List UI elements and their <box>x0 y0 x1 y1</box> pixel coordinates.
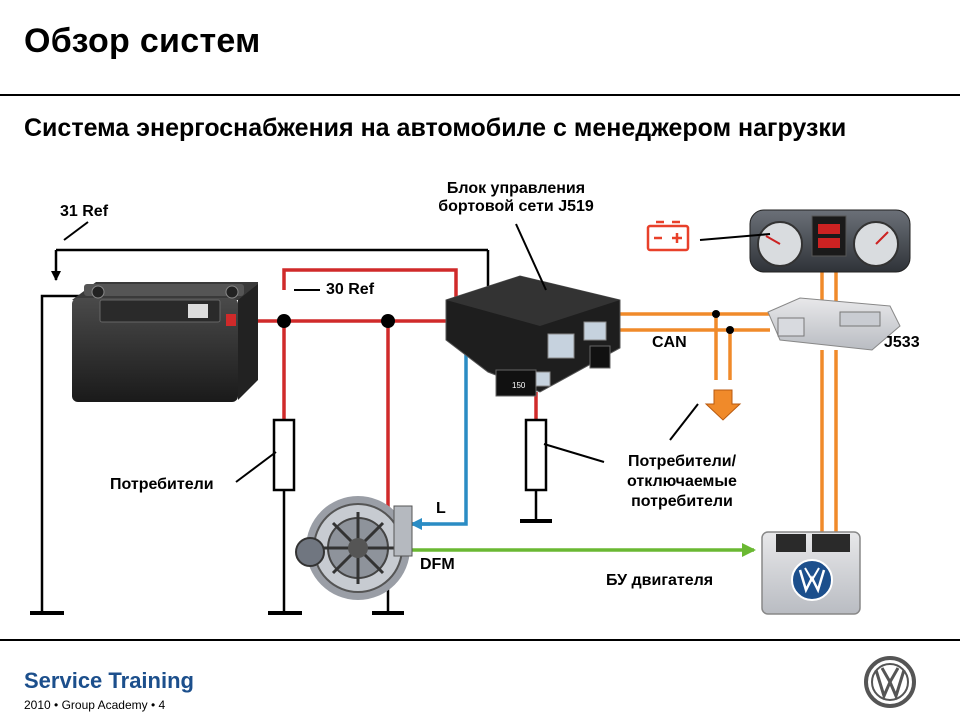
fuse-label-left: 150 <box>512 381 526 390</box>
can-label: CAN <box>652 334 687 351</box>
instrument-cluster-icon <box>749 209 911 273</box>
battery-icon <box>72 282 258 402</box>
j519-control-unit: 150 150 <box>445 275 626 397</box>
consumer-resistor-left <box>272 418 296 492</box>
ref31-label: 31 Ref <box>60 203 109 220</box>
title-divider <box>0 94 960 96</box>
ground-wiring <box>40 248 490 612</box>
consumers-label: Потребители <box>110 476 214 493</box>
alternator-icon <box>295 496 413 600</box>
ground-symbols <box>30 519 552 615</box>
down-arrow-icon <box>704 389 742 421</box>
page-title: Обзор систем <box>24 22 261 60</box>
plus-wiring <box>232 268 538 510</box>
j519-pointer <box>515 223 547 291</box>
warning-pointer <box>699 233 771 241</box>
wire-nodes <box>277 314 395 328</box>
engine-ecu-icon <box>761 531 861 615</box>
ref31-pointer <box>63 221 89 241</box>
consumers-pointer <box>235 451 277 483</box>
can-wiring <box>600 266 838 534</box>
engine-ecu-label: БУ двигателя <box>606 572 714 589</box>
ref30-label: 30 Ref <box>326 281 375 298</box>
j519-label: Блок управления бортовой сети J519 <box>438 180 594 215</box>
can-consumers-pointer <box>669 403 699 441</box>
l-wire <box>408 336 472 526</box>
vw-logo-icon <box>864 656 916 708</box>
slide-subtitle: Система энергоснабжения на автомобиле с … <box>24 114 847 142</box>
gateway-module-icon <box>767 297 901 351</box>
switchable-pointer <box>543 443 605 463</box>
footer-line: 2010 • Group Academy • 4 <box>24 698 166 712</box>
switchable-consumers-label: Потребители/ отключаемые потребители <box>627 453 737 510</box>
dfm-label: DFM <box>420 556 455 573</box>
fuse-label-right: 150 <box>612 351 626 360</box>
footer-divider <box>0 639 960 641</box>
l-label: L <box>436 500 446 517</box>
can-nodes <box>712 310 734 334</box>
battery-warning-icon <box>646 220 690 252</box>
j533-label: J533 <box>884 334 920 351</box>
footer-brand: Service Training <box>24 668 194 693</box>
consumer-resistor-right <box>524 418 548 492</box>
